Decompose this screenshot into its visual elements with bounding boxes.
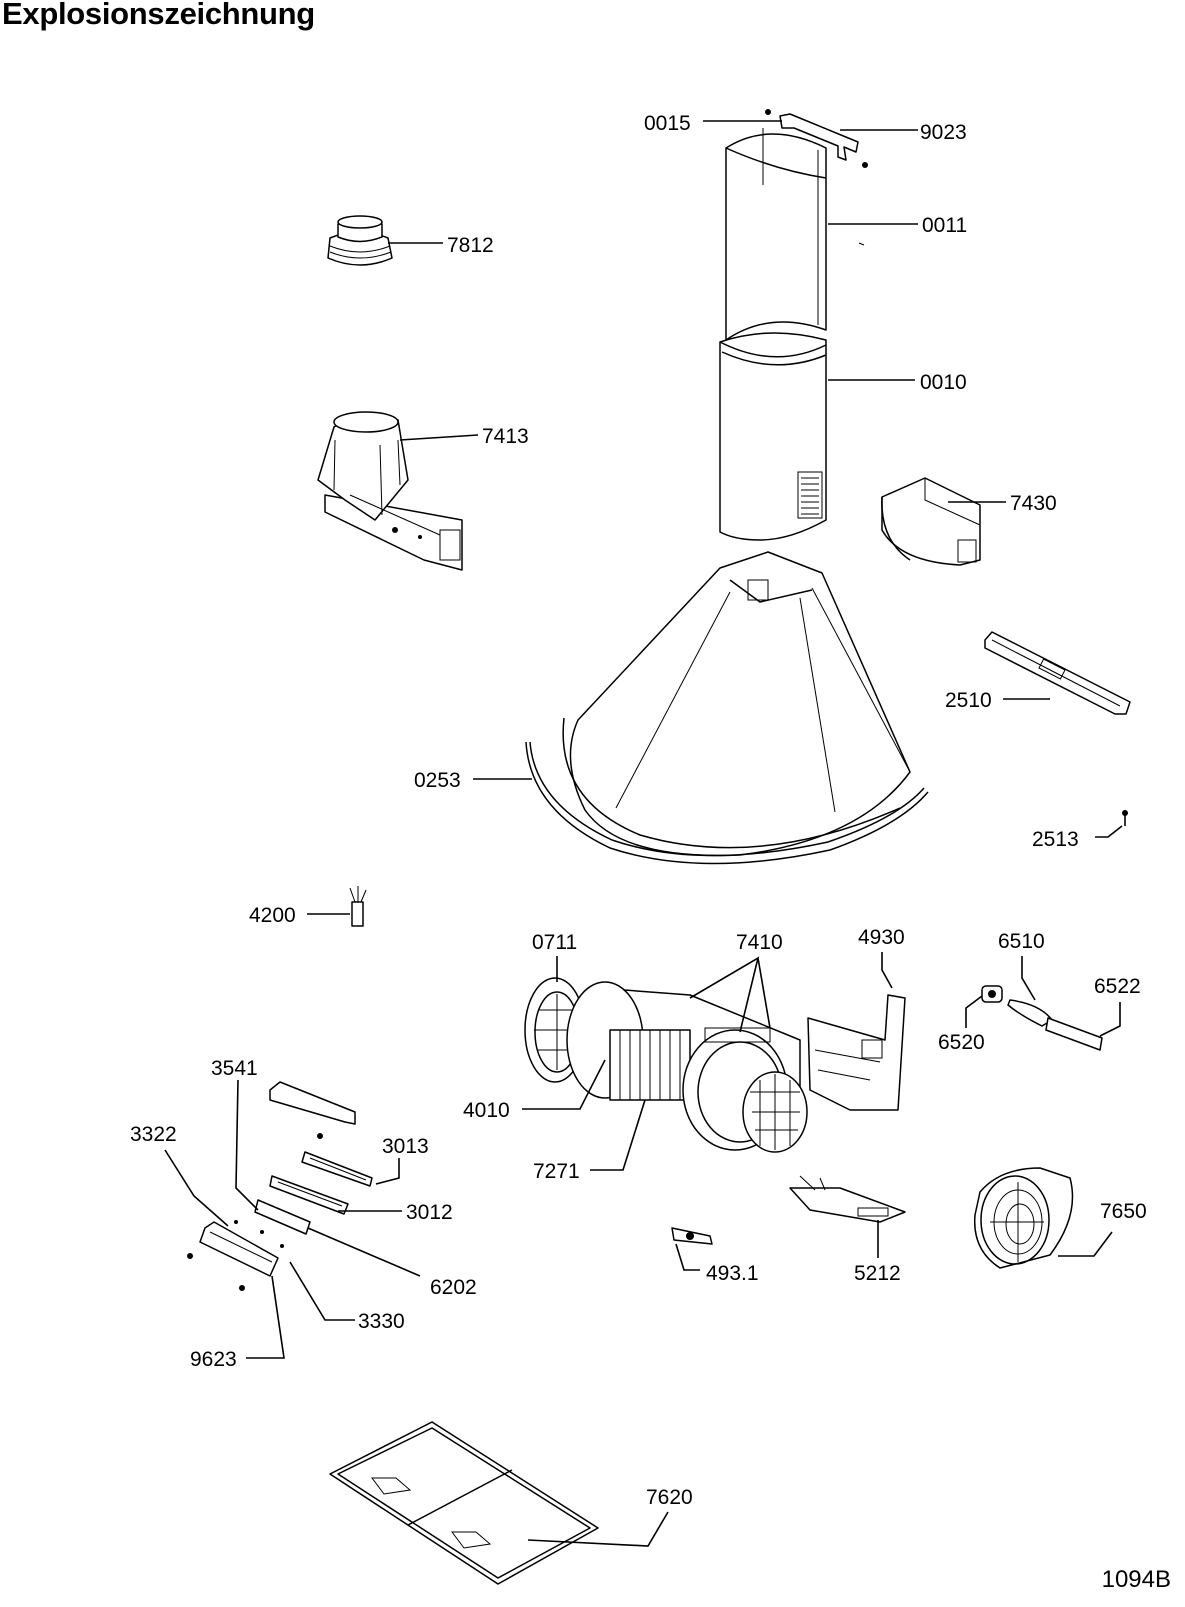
part-cable-clip — [671, 1227, 713, 1245]
part-lamp-bulb — [1007, 999, 1053, 1027]
label-9023: 9023 — [920, 121, 967, 144]
label-6510: 6510 — [998, 930, 1045, 953]
part-control-knob-holder — [187, 1220, 284, 1291]
part-wall-bracket — [765, 109, 868, 168]
label-0015: 0015 — [644, 112, 691, 135]
leader-lines — [164, 120, 1123, 1547]
label-7413: 7413 — [482, 425, 529, 448]
part-chimney-lower — [719, 332, 827, 541]
label-6522: 6522 — [1094, 975, 1141, 998]
document-id: 1094B — [1101, 1566, 1171, 1593]
label-4930: 4930 — [858, 926, 905, 949]
part-adapter-ring — [327, 215, 393, 266]
label-5212: 5212 — [854, 1262, 901, 1285]
part-switch-panel — [254, 1199, 311, 1235]
label-0011: 0011 — [922, 214, 967, 237]
part-lamp-housing — [984, 631, 1131, 715]
part-terminal-board — [789, 1175, 906, 1223]
label-0253: 0253 — [414, 769, 461, 792]
label-3330: 3330 — [358, 1310, 405, 1333]
diagram-title: Explosionszeichnung — [2, 0, 315, 31]
part-air-deflector — [881, 477, 981, 566]
label-4010: 4010 — [463, 1099, 510, 1122]
label-3012: 3012 — [406, 1201, 453, 1224]
part-control-cover — [269, 1081, 356, 1139]
part-canopy-hood — [562, 551, 911, 857]
label-7620: 7620 — [646, 1486, 693, 1509]
part-side-bracket — [807, 994, 906, 1111]
label-7650: 7650 — [1100, 1200, 1147, 1223]
part-duct-adapter-bracket — [317, 411, 463, 571]
label-0711: 0711 — [532, 931, 577, 954]
part-chimney-upper — [725, 128, 865, 341]
label-6202: 6202 — [430, 1276, 477, 1299]
part-number-labels: 0015 9023 0011 7812 0010 7413 7430 2510 … — [130, 112, 1147, 1509]
label-3322: 3322 — [130, 1123, 177, 1146]
label-0010: 0010 — [920, 371, 967, 394]
part-lamp-socket — [981, 985, 1003, 1003]
label-2513: 2513 — [1032, 828, 1079, 851]
part-carbon-filter — [973, 1167, 1074, 1269]
part-trim-strip — [525, 741, 929, 865]
part-capacitor — [349, 886, 367, 927]
part-switch-board — [269, 1175, 349, 1215]
label-9623: 9623 — [190, 1348, 237, 1371]
label-2510: 2510 — [945, 689, 992, 712]
label-6520: 6520 — [938, 1031, 985, 1054]
label-4931: 493.1 — [706, 1262, 759, 1285]
part-screw — [1122, 810, 1128, 826]
label-7430: 7430 — [1010, 492, 1057, 515]
label-3541: 3541 — [211, 1057, 258, 1080]
part-grease-filter — [329, 1421, 599, 1585]
label-7271: 7271 — [533, 1160, 580, 1183]
label-7410: 7410 — [736, 931, 783, 954]
part-blower-assembly — [524, 977, 808, 1153]
label-4200: 4200 — [249, 904, 296, 927]
part-lamp-cover — [1045, 1017, 1103, 1051]
label-3013: 3013 — [382, 1135, 429, 1158]
part-control-board — [301, 1151, 373, 1187]
label-7812: 7812 — [447, 234, 494, 257]
